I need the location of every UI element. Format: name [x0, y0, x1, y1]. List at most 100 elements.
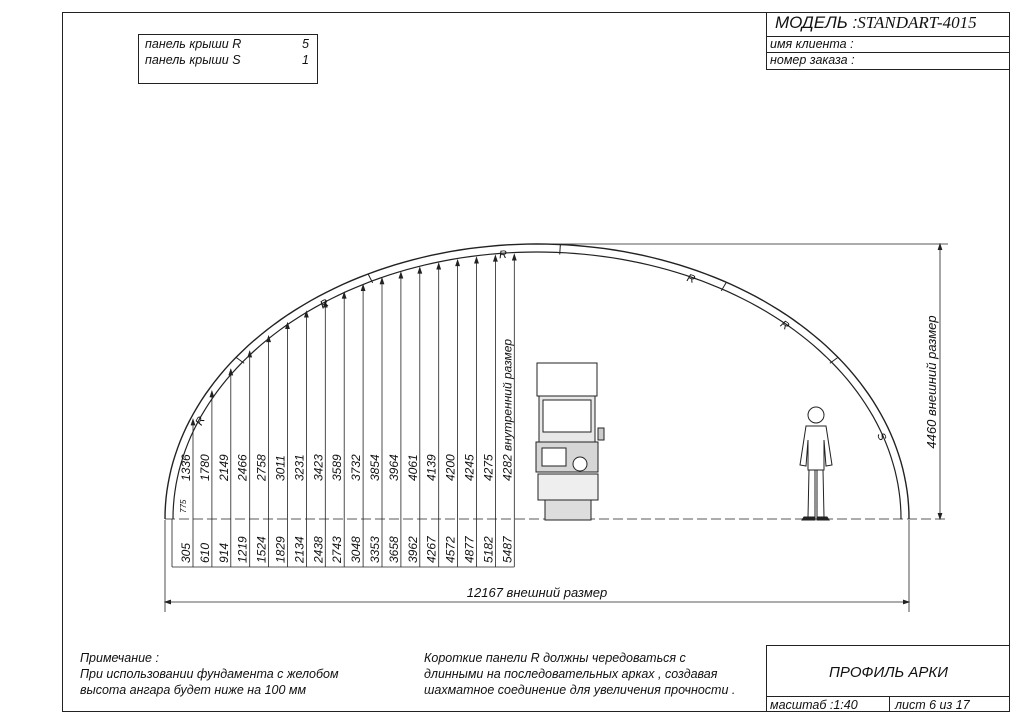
offset-value: 2743: [330, 536, 344, 564]
dimension-arrow: [266, 334, 271, 343]
dimension-arrow: [322, 300, 328, 308]
height-value: 3732: [349, 454, 363, 481]
height-value: 3589: [330, 454, 344, 481]
dimension-arrow: [937, 512, 943, 521]
height-value: 2758: [255, 454, 269, 482]
panel-row: панель крыши S 1: [145, 53, 309, 69]
order-number-label: номер заказа :: [770, 53, 855, 67]
dimension-arrow: [247, 350, 253, 358]
offset-value: 5487: [500, 535, 514, 563]
height-value: 3423: [311, 454, 325, 481]
offset-value: 4267: [425, 535, 439, 563]
dimension-arrow: [417, 266, 423, 274]
panel-count: 5: [302, 37, 309, 51]
dimension-arrow: [493, 254, 498, 262]
dimension-arrow: [163, 599, 172, 605]
offset-value: 610: [198, 543, 212, 563]
dimension-arrow: [341, 291, 347, 299]
dimension-arrow: [228, 368, 234, 376]
dimension-arrow: [360, 283, 366, 292]
height-value: 3011: [274, 455, 288, 481]
drawing-frame: [62, 12, 1010, 712]
scale-label: масштаб :1:40: [770, 698, 858, 712]
height-value: 4245: [463, 454, 477, 481]
note-heading: Примечание :: [80, 651, 159, 665]
small-offset-value: 775: [179, 499, 188, 513]
drawing-title: ПРОФИЛЬ АРКИ: [829, 664, 948, 681]
dimension-arrow: [937, 242, 943, 251]
panel-row: панель крыши R 5: [145, 37, 309, 53]
arch-panel-label: R: [499, 249, 508, 262]
dimension-arrow: [304, 310, 309, 318]
offset-value: 4572: [444, 536, 458, 563]
dimension-arrow: [398, 271, 404, 279]
drawing-stamp: ПРОФИЛЬ АРКИ масштаб :1:40 лист 6 из 17: [766, 645, 1010, 712]
note-line: шахматное соединение для увеличения проч…: [424, 683, 736, 697]
dimension-arrow: [379, 277, 385, 285]
dimension-arrow: [209, 389, 215, 398]
height-value: 3231: [292, 454, 306, 481]
dimension-arrow: [902, 599, 911, 605]
offset-value: 5182: [481, 536, 495, 563]
note-line: Короткие панели R должны чередоваться с: [424, 651, 686, 665]
divider: [767, 36, 1010, 37]
panel-count: 1: [302, 53, 309, 67]
height-value: 3964: [387, 454, 401, 481]
offset-value: 1219: [236, 536, 250, 563]
dimension-arrow: [511, 253, 517, 261]
panel-joint: [367, 273, 374, 284]
panel-label: панель крыши S: [145, 53, 241, 67]
offset-value: 3658: [387, 536, 401, 563]
dimension-arrow: [285, 321, 290, 330]
truck-icon: [535, 362, 605, 521]
offset-value: 305: [179, 543, 193, 563]
note-line: высота ангара будет ниже на 100 мм: [80, 683, 307, 697]
dimension-arrow: [455, 258, 460, 267]
height-value: 4139: [425, 454, 439, 481]
foundation-note: Примечание : При использовании фундамент…: [80, 650, 339, 698]
panel-joint: [235, 356, 245, 364]
height-value: 1336: [179, 454, 193, 481]
title-block: МОДЕЛЬ :STANDART-4015 имя клиента : номе…: [766, 12, 1010, 70]
note-line: При использовании фундамента с желобом: [80, 667, 339, 681]
client-name-label: имя клиента :: [770, 37, 854, 51]
offset-value: 4877: [463, 535, 477, 563]
offset-value: 3048: [349, 536, 363, 563]
offset-value: 2438: [311, 536, 325, 564]
divider: [889, 696, 890, 712]
height-value: 2466: [236, 454, 250, 482]
panel-joint: [829, 356, 839, 364]
arch-panel-label: R: [685, 272, 696, 286]
panel-note: Короткие панели R должны чередоваться с …: [424, 650, 735, 698]
offset-value: 3353: [368, 536, 382, 563]
arch-inner-line: [172, 251, 902, 520]
offset-value: 1829: [274, 536, 288, 563]
offset-value: 1524: [255, 536, 269, 563]
height-value: 4275: [481, 454, 495, 481]
offset-value: 3962: [406, 536, 420, 563]
sheet-label: лист 6 из 17: [895, 698, 970, 712]
divider: [767, 52, 1010, 53]
offset-value: 2134: [292, 536, 306, 564]
arch-panel-label: S: [874, 431, 888, 443]
panel-label: панель крыши R: [145, 37, 242, 51]
note-line: длинными на последовательных арках , соз…: [424, 667, 718, 681]
overall-height-label: 4460 внешний размер: [924, 315, 939, 448]
offset-value: 914: [217, 543, 231, 563]
height-value: 4061: [406, 454, 420, 481]
dimension-arrow: [474, 256, 479, 264]
height-value: 2149: [217, 454, 231, 482]
overall-width-label: 12167 внешний размер: [467, 585, 607, 600]
dimension-arrow: [436, 262, 442, 270]
height-value: 4200: [444, 454, 458, 481]
height-value: 4282 внутренний размер: [500, 339, 514, 481]
height-value: 1780: [198, 454, 212, 481]
height-value: 3854: [368, 454, 382, 481]
panel-count-table: панель крыши R 5 панель крыши S 1: [138, 34, 318, 84]
panel-joint: [559, 244, 561, 255]
dimension-arrow: [190, 418, 196, 426]
panel-joint: [720, 282, 727, 292]
person-icon: [799, 406, 833, 521]
model-title: МОДЕЛЬ :STANDART-4015: [775, 13, 977, 32]
